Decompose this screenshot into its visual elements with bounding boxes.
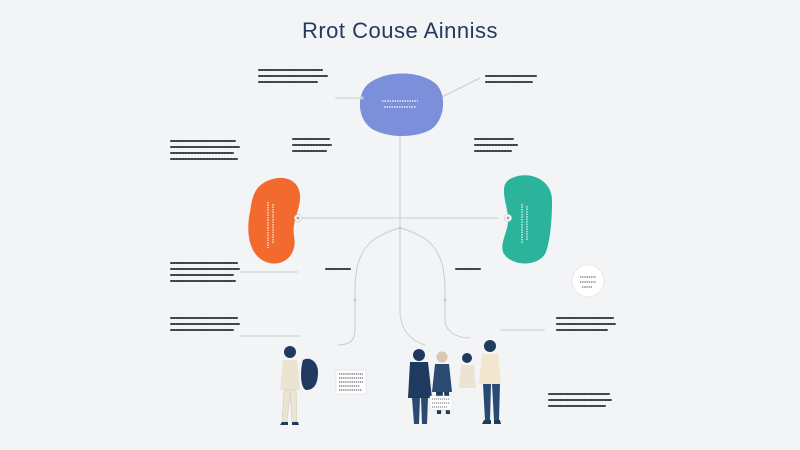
top-node-scribble bbox=[382, 100, 418, 108]
connector-right-branch bbox=[399, 227, 471, 339]
text-block-lower-left bbox=[170, 262, 240, 286]
left-node bbox=[248, 177, 301, 264]
text-block-bottom-right bbox=[556, 317, 616, 335]
top-node bbox=[359, 73, 444, 136]
plus-icon bbox=[294, 214, 302, 222]
chat-bubble-icon bbox=[571, 264, 605, 298]
person-right bbox=[479, 340, 501, 424]
connector-left-branch bbox=[337, 227, 401, 346]
text-block-top-right bbox=[485, 75, 540, 87]
connector-lines bbox=[240, 77, 545, 346]
text-block-inner-left bbox=[292, 138, 332, 156]
presentation-board bbox=[301, 358, 318, 390]
document-icon bbox=[335, 369, 367, 395]
plus-icon-right bbox=[504, 214, 512, 222]
text-block-center-right bbox=[455, 268, 485, 274]
left-node-scribble bbox=[267, 202, 274, 248]
right-node-scribble bbox=[521, 204, 528, 244]
connector-dots bbox=[353, 96, 447, 302]
person-presenter bbox=[280, 346, 300, 425]
connector-center-branch bbox=[399, 228, 426, 346]
text-block-footer-right bbox=[548, 393, 613, 411]
diagram-title: Rrot Couse Ainniss bbox=[301, 18, 499, 43]
person-navy-left bbox=[408, 349, 432, 424]
text-block-bottom-left bbox=[170, 317, 240, 335]
text-block-inner-right bbox=[474, 138, 519, 156]
text-block-center-left bbox=[325, 268, 355, 274]
text-block-top-left bbox=[258, 69, 328, 87]
person-center-small bbox=[459, 353, 476, 388]
connector-top-right bbox=[439, 77, 481, 99]
text-block-mid-left bbox=[170, 140, 240, 164]
document-small bbox=[429, 395, 453, 411]
